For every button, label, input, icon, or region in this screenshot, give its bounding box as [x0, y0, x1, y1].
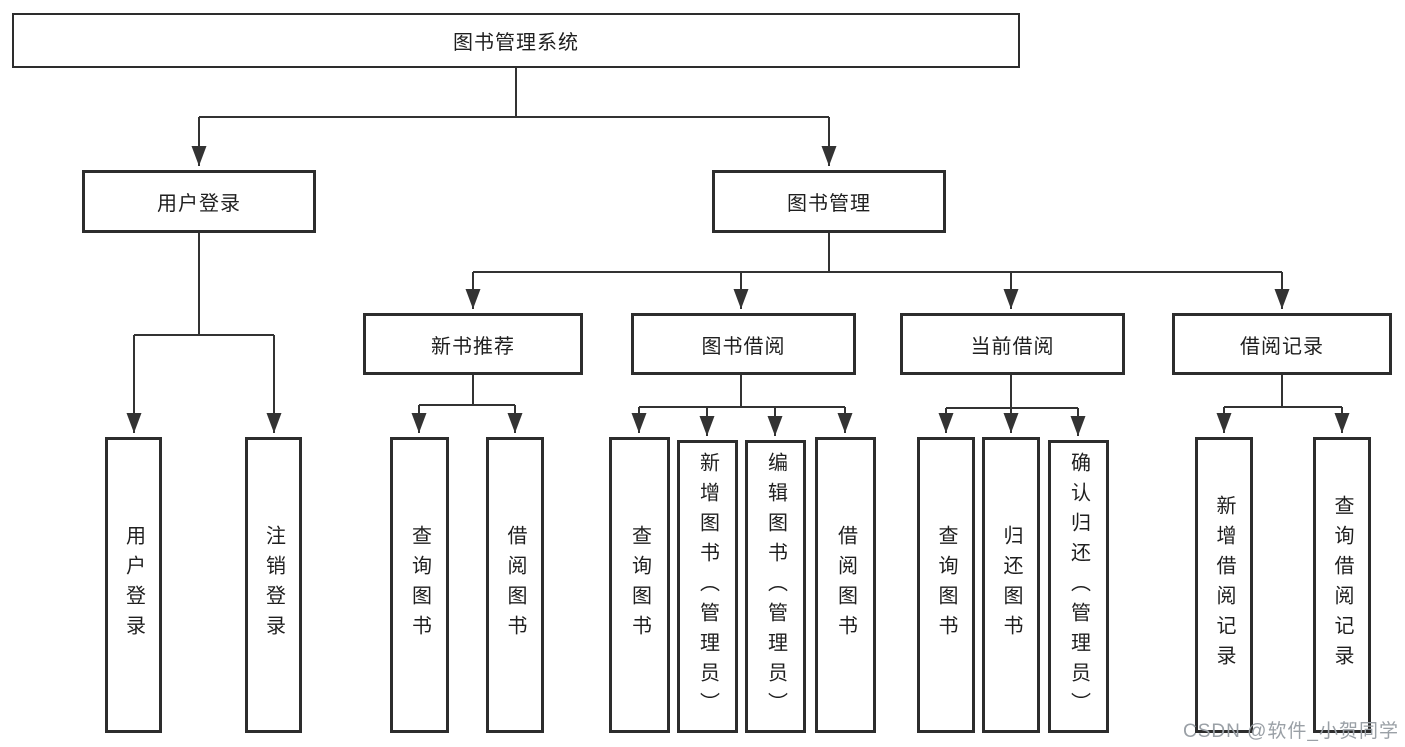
leaf-edit-book-admin: 编辑图书（管理员）	[745, 440, 806, 733]
node-book-management: 图书管理	[712, 170, 946, 233]
node-book-borrowing: 图书借阅	[631, 313, 856, 375]
node-label: 用户登录	[157, 193, 241, 215]
leaf-confirm-return-admin: 确认归还（管理员）	[1048, 440, 1109, 733]
leaf-user-login: 用户登录	[105, 437, 162, 733]
node-label: 图书管理	[787, 193, 871, 215]
node-user-login: 用户登录	[82, 170, 316, 233]
leaf-borrow-books-borrowing: 借阅图书	[815, 437, 876, 733]
node-current-borrowing: 当前借阅	[900, 313, 1125, 375]
node-library-management-system: 图书管理系统	[12, 13, 1020, 68]
node-new-book-recommendation: 新书推荐	[363, 313, 583, 375]
leaf-add-borrow-record: 新增借阅记录	[1195, 437, 1253, 733]
leaf-query-books-current: 查询图书	[917, 437, 975, 733]
leaf-query-books-borrowing: 查询图书	[609, 437, 670, 733]
node-label: 图书借阅	[701, 335, 786, 358]
csdn-watermark: CSDN @软件_小贺同学	[1183, 721, 1399, 742]
node-label: 借阅记录	[1240, 335, 1324, 358]
leaf-query-books-recommendation: 查询图书	[390, 437, 449, 733]
leaf-borrow-books-recommendation: 借阅图书	[486, 437, 544, 733]
leaf-query-borrow-record: 查询借阅记录	[1313, 437, 1371, 733]
leaf-add-book-admin: 新增图书（管理员）	[677, 440, 738, 733]
node-label: 当前借阅	[970, 335, 1055, 358]
node-borrowing-records: 借阅记录	[1172, 313, 1392, 375]
leaf-logout: 注销登录	[245, 437, 302, 733]
node-label: 图书管理系统	[453, 32, 579, 54]
leaf-return-book: 归还图书	[982, 437, 1040, 733]
node-label: 新书推荐	[431, 335, 515, 358]
